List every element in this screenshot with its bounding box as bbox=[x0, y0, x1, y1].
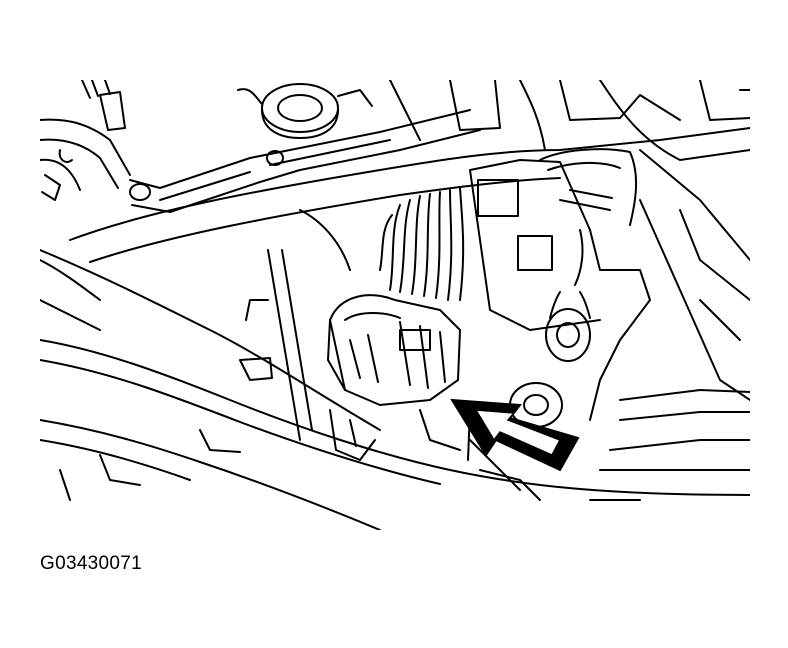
main-beam bbox=[40, 128, 750, 430]
figure-id-label: G03430071 bbox=[40, 553, 143, 574]
right-structures bbox=[590, 150, 750, 500]
lower-left-swoop bbox=[40, 340, 750, 530]
ground-strap bbox=[540, 149, 636, 361]
wire-harness bbox=[380, 188, 463, 300]
upper-left-bracket bbox=[40, 80, 130, 200]
pointer-arrow bbox=[452, 400, 578, 470]
round-mount bbox=[238, 84, 372, 138]
cross-bar bbox=[130, 110, 480, 212]
connector bbox=[328, 295, 460, 405]
center-frame bbox=[246, 210, 350, 440]
